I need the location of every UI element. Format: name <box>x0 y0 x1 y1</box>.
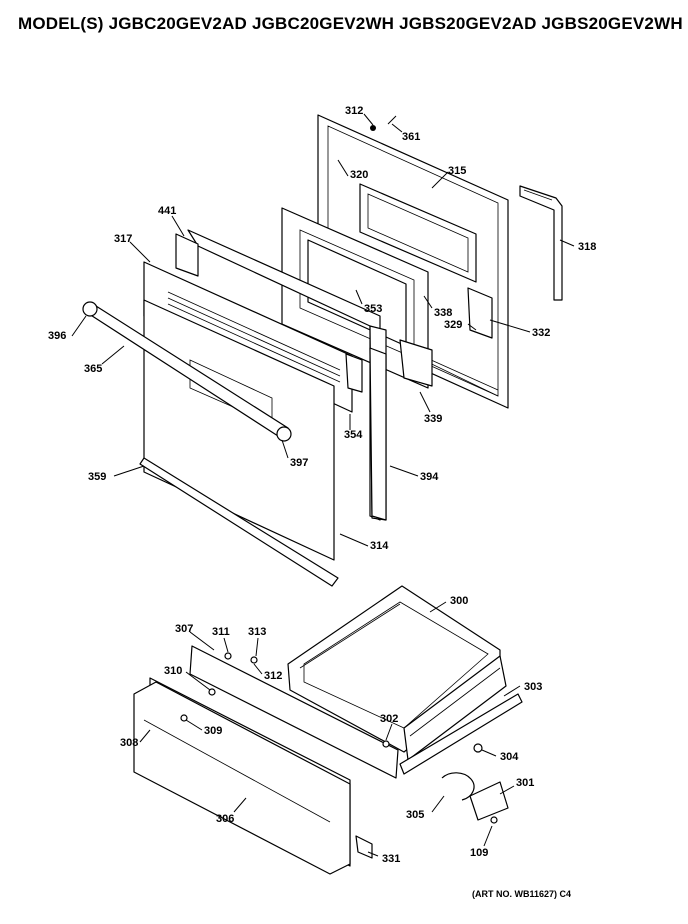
part-label: 301 <box>516 777 534 789</box>
part-label: 320 <box>350 169 368 181</box>
part-label: 306 <box>216 813 234 825</box>
part-label: 312 <box>345 105 363 117</box>
part-label: 365 <box>84 363 102 375</box>
drawer-rail-303 <box>399 693 523 775</box>
part-label: 394 <box>420 471 439 483</box>
part-label: 331 <box>382 853 400 865</box>
part-label: 329 <box>444 319 462 331</box>
part-label: 304 <box>500 751 519 763</box>
part-label: 396 <box>48 330 66 342</box>
part-label: 313 <box>248 626 266 638</box>
art-number: (ART NO. WB11627) C4 <box>472 889 572 899</box>
part-label: 441 <box>158 205 176 217</box>
drawer-front-306 <box>133 645 399 875</box>
part-label: 318 <box>578 241 596 253</box>
part-label: 300 <box>450 595 468 607</box>
part-label: 310 <box>164 665 182 677</box>
part-label: 317 <box>114 233 132 245</box>
door-handle-365 <box>82 301 292 442</box>
part-label: 308 <box>120 737 138 749</box>
part-labels: 312 361 320 315 318 441 317 353 338 329 … <box>48 105 596 865</box>
bracket-301 <box>441 743 509 824</box>
part-label: 309 <box>204 725 222 737</box>
part-label: 311 <box>212 626 230 638</box>
part-label: 361 <box>402 131 420 143</box>
part-label: 109 <box>470 847 488 859</box>
part-label: 339 <box>424 413 442 425</box>
drawer-body-300 <box>287 585 507 761</box>
side-strip-394 <box>369 347 387 521</box>
door-bottom-trim-359 <box>139 457 339 587</box>
part-label: 307 <box>175 623 193 635</box>
diagram-title: MODEL(S) JGBC20GEV2AD JGBC20GEV2WH JGBS2… <box>18 14 683 33</box>
fasteners <box>180 115 397 748</box>
part-label: 314 <box>370 540 389 552</box>
part-label: 397 <box>290 457 308 469</box>
part-label: 353 <box>364 303 382 315</box>
part-label: 332 <box>532 327 550 339</box>
part-label: 315 <box>448 165 466 177</box>
leader-lines <box>71 113 575 857</box>
part-label: 312 <box>264 670 282 682</box>
part-label: 354 <box>344 429 363 441</box>
door-gasket-318 <box>519 185 563 301</box>
part-label: 305 <box>406 809 424 821</box>
part-label: 338 <box>434 307 452 319</box>
part-label: 359 <box>88 471 106 483</box>
part-label: 303 <box>524 681 542 693</box>
part-label: 302 <box>380 713 398 725</box>
